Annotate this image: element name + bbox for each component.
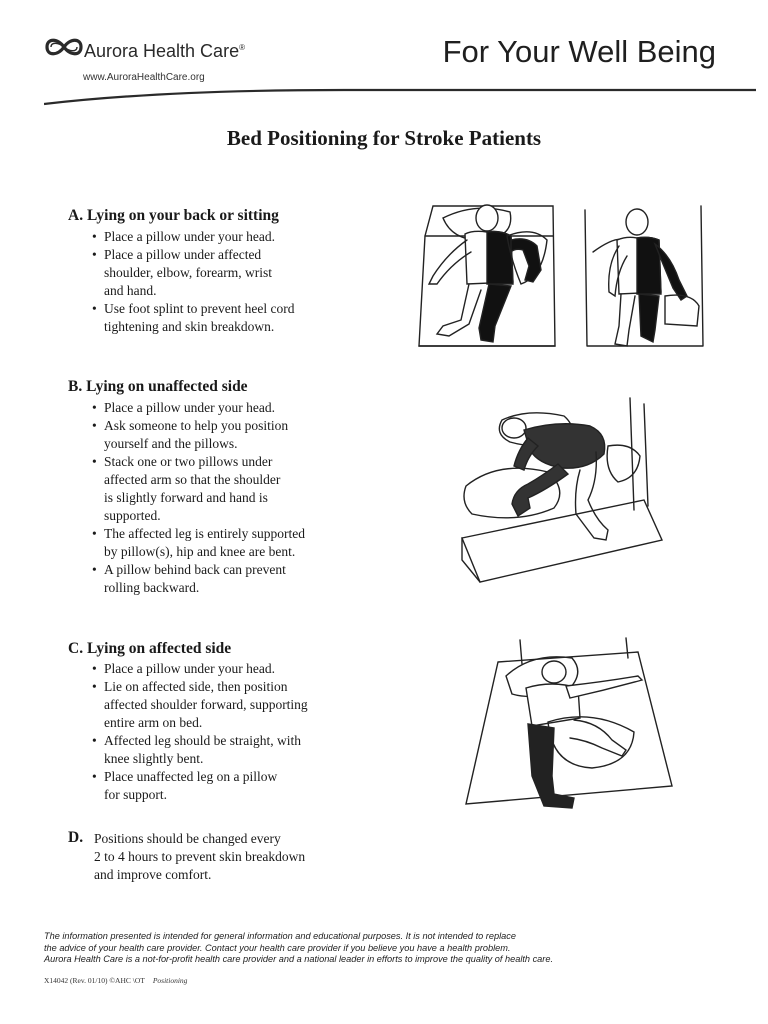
list-item: Place unaffected leg on a pillow for sup…: [92, 768, 308, 804]
section-c-heading: C. Lying on affected side: [68, 640, 232, 657]
list-item: A pillow behind back can prevent rolling…: [92, 561, 305, 597]
list-item: Stack one or two pillows under affected …: [92, 453, 305, 525]
tagline: For Your Well Being: [442, 34, 716, 69]
list-item: Place a pillow under your head.: [92, 660, 308, 678]
aurora-logo-icon: [44, 34, 84, 60]
header-divider: [43, 84, 756, 106]
section-d-text: Positions should be changed every 2 to 4…: [94, 831, 306, 882]
patient-lying-on-unaffected-side-illustration: [458, 390, 668, 585]
section-b-heading: B. Lying on unaffected side: [68, 378, 248, 395]
list-item: Place a pillow under affected shoulder, …: [92, 246, 294, 300]
list-item: Lie on affected side, then position affe…: [92, 678, 308, 732]
brand-name: Aurora Health Care®: [84, 41, 245, 61]
form-number: X14042 (Rev. 01/10) ©AHC \OT: [44, 976, 145, 985]
list-item: Place a pillow under your head.: [92, 228, 294, 246]
section-b-list: Place a pillow under your head. Ask some…: [92, 399, 305, 597]
list-item: The affected leg is entirely supported b…: [92, 525, 305, 561]
section-a-list: Place a pillow under your head. Place a …: [92, 228, 294, 336]
section-c-list: Place a pillow under your head. Lie on a…: [92, 660, 308, 804]
list-item: Use foot splint to prevent heel cord tig…: [92, 300, 294, 336]
section-a-heading: A. Lying on your back or sitting: [68, 207, 279, 224]
disclaimer: The information presented is intended fo…: [44, 931, 724, 966]
section-d-letter: D.: [68, 829, 84, 846]
list-item: Ask someone to help you position yoursel…: [92, 417, 305, 453]
document-code: X14042 (Rev. 01/10) ©AHC \OT Positioning: [44, 976, 187, 985]
list-item: Place a pillow under your head.: [92, 399, 305, 417]
page-title: Bed Positioning for Stroke Patients: [226, 126, 542, 150]
disclaimer-line: Aurora Health Care is a not-for-profit h…: [44, 954, 553, 964]
document-category: Positioning: [152, 976, 188, 985]
disclaimer-line: The information presented is intended fo…: [44, 931, 516, 941]
brand-url[interactable]: www.AuroraHealthCare.org: [83, 72, 205, 83]
disclaimer-line: the advice of your health care provider.…: [44, 942, 511, 953]
patient-lying-on-affected-side-illustration: [462, 636, 677, 814]
list-item: Affected leg should be straight, with kn…: [92, 732, 308, 768]
patient-lying-on-back-and-sitting-illustration: [415, 196, 715, 358]
